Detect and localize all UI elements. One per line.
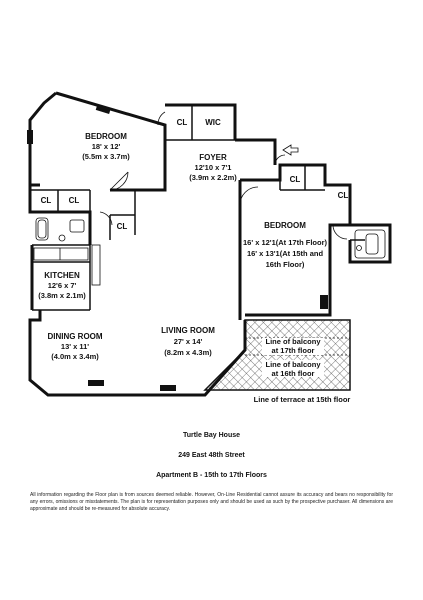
balcony-16th-line-2: at 16th floor [272,369,315,378]
apartment-label: Apartment B - 15th to 17th Floors [156,472,267,479]
building-address: 249 East 48th Street [178,452,245,459]
bedroom-1-dims: 18' x 12' [92,142,121,151]
balcony-17th-line-1: Line of balcony [265,337,321,346]
bath-fixtures [35,217,386,259]
dining-room-metric: (4.0m x 3.4m) [51,352,99,361]
living-room-metric: (8.2m x 4.3m) [164,348,212,357]
building-name: Turtle Bay House [182,432,241,439]
foyer-name: FOYER [199,153,227,162]
closet-label: CL [117,222,128,231]
bedroom-2-dims-15th-16th: 16' x 13'1(At 15th and [247,249,324,258]
wic-label: WIC [205,118,221,127]
terrace-label: Line of terrace at 15th floor [254,395,351,404]
bedroom-1-name: BEDROOM [85,132,127,141]
foyer-dims: 12'10 x 7'1 [195,163,232,172]
living-room-name: LIVING ROOM [161,326,215,335]
exterior-walls [28,91,392,397]
living-room-dims: 27' x 14' [174,337,203,346]
windows [27,105,328,391]
disclaimer-text: All information regarding the Floor plan… [30,492,393,513]
dining-room-name: DINING ROOM [47,332,102,341]
balcony-16th-line-1: Line of balcony [265,360,321,369]
kitchen-name: KITCHEN [44,271,80,280]
dining-room-dims: 13' x 11' [61,342,89,351]
entry-arrow-icon [282,144,299,156]
kitchen-dims: 12'6 x 7' [48,281,77,290]
floor-plan: CL WIC CL CL CL CL CL BEDROOM 18' x 12' … [27,91,392,404]
bedroom-1-metric: (5.5m x 3.7m) [82,152,130,161]
interior-walls [30,105,365,311]
closet-label: CL [338,191,349,200]
closet-label: CL [290,175,301,184]
bedroom-2-dims-17th: 16' x 12'1(At 17th Floor) [243,238,328,247]
door-swings [99,111,348,240]
closet-label: CL [41,196,52,205]
bedroom-2-name: BEDROOM [264,221,306,230]
closet-label: CL [177,118,188,127]
closet-label: CL [69,196,80,205]
balcony-17th-line-2: at 17th floor [272,346,315,355]
kitchen-counter [33,244,101,286]
foyer-metric: (3.9m x 2.2m) [189,173,237,182]
kitchen-metric: (3.8m x 2.1m) [38,291,86,300]
bedroom-2-dims-16th: 16th Floor) [266,260,305,269]
